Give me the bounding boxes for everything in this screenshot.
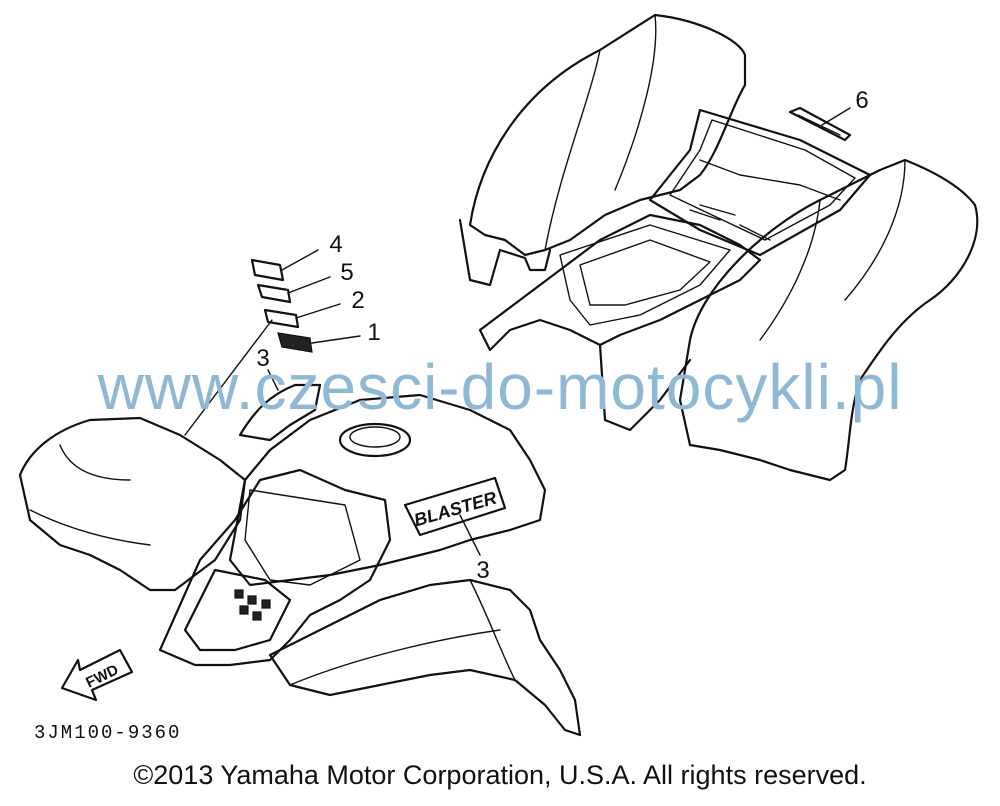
emblem-2 xyxy=(263,308,300,329)
callout-5: 5 xyxy=(340,259,353,286)
emblem-1 xyxy=(277,332,313,353)
callout-3-top: 3 xyxy=(256,345,269,372)
emblem-stack xyxy=(250,258,313,353)
emblem-5 xyxy=(256,283,292,304)
watermark: www.czesci-do-motocykli.pl xyxy=(97,351,903,423)
front-fender xyxy=(18,393,582,737)
rear-decal xyxy=(788,106,852,142)
plate-graphic xyxy=(234,589,271,621)
top-cover-decal xyxy=(238,383,322,442)
part-number: 3JM100-9360 xyxy=(34,722,182,744)
copyright-notice: ©2013 Yamaha Motor Corporation, U.S.A. A… xyxy=(133,760,867,790)
callout-2: 2 xyxy=(351,287,364,314)
callout-6: 6 xyxy=(855,87,868,114)
leader-lines xyxy=(184,107,851,556)
callout-4: 4 xyxy=(329,231,342,258)
rear-fender xyxy=(458,13,979,482)
callout-1: 1 xyxy=(367,319,380,346)
blaster-decal: BLASTER xyxy=(403,476,507,537)
fwd-arrow: FWD xyxy=(60,648,134,702)
emblem-4 xyxy=(250,258,285,282)
callout-labels: 4 5 2 1 3 3 6 xyxy=(256,87,868,584)
callout-3-side: 3 xyxy=(476,557,489,584)
